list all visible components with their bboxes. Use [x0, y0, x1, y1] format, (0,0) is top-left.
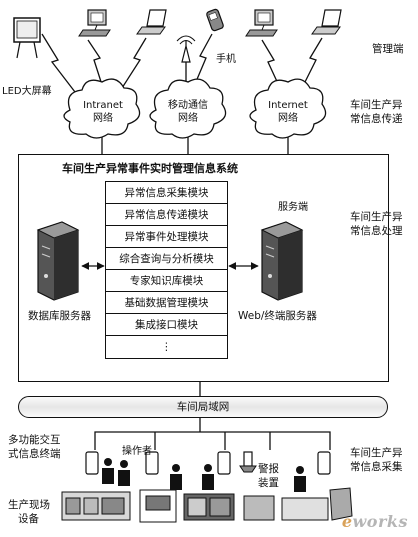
module-item[interactable]: 异常信息采集模块	[106, 182, 227, 204]
web-server-label: Web/终端服务器	[238, 310, 317, 322]
module-item[interactable]: 集成接口模块	[106, 314, 227, 336]
antenna-tower-icon	[176, 35, 196, 63]
server-side-label: 服务端	[278, 202, 308, 213]
module-list: 异常信息采集模块 异常信息传递模块 异常事件处理模块 综合查询与分析模块 专家知…	[105, 181, 228, 359]
cloud-intranet	[63, 78, 141, 139]
cloud-internet-line2: 网络	[278, 113, 298, 124]
terminal-line1: 多功能交互	[8, 434, 61, 446]
web-server-icon	[260, 221, 304, 301]
process-line1: 车间生产异	[350, 211, 403, 223]
transmit-line2: 常信息传递	[350, 113, 403, 125]
cloud-mobile-line2: 网络	[178, 113, 198, 124]
system-title: 车间生产异常事件实时管理信息系统	[62, 162, 238, 175]
management-side-label: 管理端	[372, 43, 404, 55]
cloud-internet-line1: Internet	[268, 100, 308, 111]
wireless-link	[261, 39, 281, 89]
workshop-lan-bar: 车间局域网	[18, 396, 388, 418]
collect-line1: 车间生产异	[350, 447, 403, 459]
cloud-mobile-line1: 移动通信	[168, 100, 208, 111]
alarm-label: 警报 装置	[258, 462, 279, 490]
module-item[interactable]: 综合查询与分析模块	[106, 248, 227, 270]
laptop-icon	[311, 9, 342, 35]
database-server-icon	[36, 221, 80, 301]
collect-line2: 常信息采集	[350, 461, 403, 473]
wireless-link	[121, 37, 147, 89]
system-box	[18, 154, 389, 382]
alarm-line1: 警报	[258, 463, 279, 475]
cloud-mobile	[149, 78, 227, 139]
transmit-side-label: 车间生产异 常信息传递	[350, 98, 403, 126]
cloud-intranet-label: Intranet 网络	[76, 99, 130, 125]
wireless-link	[194, 33, 213, 85]
module-item[interactable]: 异常信息传递模块	[106, 204, 227, 226]
operator-label: 操作者	[122, 446, 152, 457]
terminal-icon	[85, 451, 331, 475]
watermark-e: e	[341, 512, 353, 531]
equipment-label: 生产现场 设备	[8, 498, 50, 526]
process-side-label: 车间生产异 常信息处理	[350, 210, 403, 238]
collect-side-label: 车间生产异 常信息采集	[350, 446, 403, 474]
cloud-intranet-line1: Intranet	[83, 100, 123, 111]
transmit-line1: 车间生产异	[350, 99, 403, 111]
computer-icon	[245, 9, 278, 37]
wireless-link	[87, 39, 104, 89]
laptop-icon	[136, 9, 167, 35]
cloud-mobile-label: 移动通信 网络	[160, 99, 216, 125]
equipment-line2: 设备	[18, 513, 39, 525]
led-screen-icon	[13, 17, 41, 59]
db-server-label: 数据库服务器	[28, 310, 91, 322]
alarm-icon	[239, 451, 257, 473]
alarm-line2: 装置	[258, 477, 279, 489]
wireless-link	[301, 37, 323, 89]
terminal-line2: 式信息终端	[8, 448, 61, 460]
equipment-line1: 生产现场	[8, 499, 50, 511]
module-more: ⋮	[161, 341, 172, 353]
watermark-works: works	[352, 512, 408, 531]
module-item[interactable]: 异常事件处理模块	[106, 226, 227, 248]
production-equipment-icon	[61, 487, 353, 523]
module-item[interactable]: 基础数据管理模块	[106, 292, 227, 314]
phone-label: 手机	[216, 54, 236, 65]
operator-icon	[102, 458, 306, 492]
module-item[interactable]: 专家知识库模块	[106, 270, 227, 292]
process-line2: 常信息处理	[350, 225, 403, 237]
cloud-internet-label: Internet 网络	[260, 99, 316, 125]
cloud-internet	[249, 78, 327, 139]
led-screen-label: LED大屏幕	[2, 86, 52, 97]
wireless-link	[41, 33, 76, 93]
computer-icon	[78, 9, 111, 37]
terminal-label: 多功能交互 式信息终端	[8, 433, 61, 461]
cloud-intranet-line2: 网络	[93, 113, 113, 124]
mobile-phone-icon	[206, 8, 224, 32]
watermark-logo: eworks	[342, 512, 408, 531]
